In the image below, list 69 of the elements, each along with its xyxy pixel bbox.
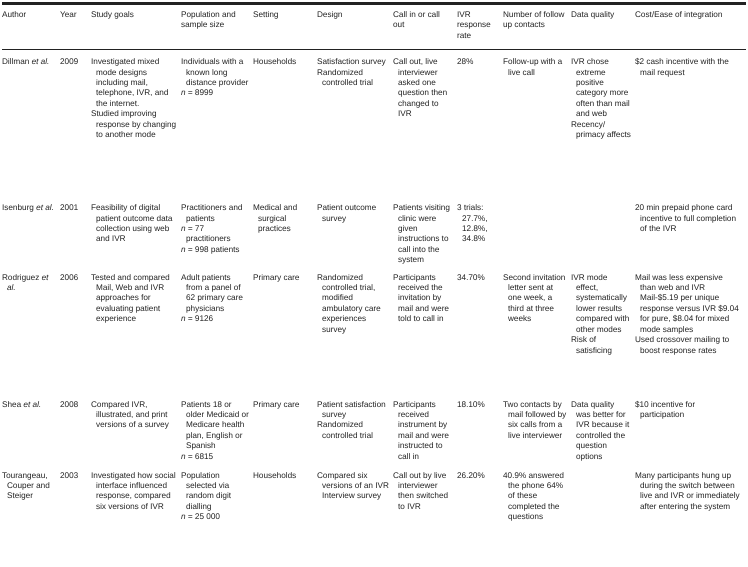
cell-text: Many participants hung up during the switch between live and IVR or immediately after entering the system [635,470,740,512]
cell-text: 2006 [60,272,80,284]
cell-text: Compared IVR, illustrated, and print versions of a survey [91,400,170,431]
cell-text: Investigated mixed mode designs including mail, telephone, IVR, and the internet. [91,57,170,110]
cell-text: Patients visiting clinic were given instructions to call into the system [393,203,451,266]
cell-text: Mail was less expensive than web and IVR Mail-$5.19 per unique response versus IVR $9.04 for pure, $8.04 for mixed mode samples [635,272,740,336]
cell-text: Shea et al. [2,400,42,410]
cell-text: 40.9% answered the phone 64% of these completed the questions [503,470,565,523]
column-header: Year [60,10,78,20]
cell-text: 28% [457,57,474,68]
cell-text: Medical and surgical practices [253,203,298,234]
cell-text: Randomized controlled trial, modified ambulatory care experiences survey [317,272,382,336]
cell-text: 2003 [60,470,80,482]
cell-text: Call out, live interviewer asked one question then changed to IVR [393,57,448,120]
cell-text: Primary care [253,400,300,410]
cell-text: Satisfaction survey [317,57,387,68]
cell-text: Patient satisfaction survey [317,400,387,420]
cell-text: Households [253,57,298,68]
column-header: Study goals [91,10,135,20]
cell-text: 20 min prepaid phone card incentive to full completion of the IVR [635,203,738,234]
cell-text: Studied improving response by changing to another mode [91,109,177,140]
cell-text: n = 6815 [181,452,214,462]
cell-text: Call out by live interviewer then switched to IVR [393,470,450,512]
cell-text: Compared six versions of an IVR Interview survey [317,470,389,502]
cell-text: 26.20% [457,470,486,482]
column-header: Setting [253,10,280,20]
cell-text: Randomized controlled trial [317,68,374,88]
column-header: Design [317,10,344,20]
cell-text: Risk of satisficing [571,335,613,356]
cell-text: 2009 [60,57,80,68]
cell-text: Randomized controlled trial [317,420,374,442]
cell-text: Dillman et al. [2,57,50,68]
cell-text: 18.10% [457,400,486,410]
column-header: Call in or call out [393,10,441,31]
cell-text: IVR chose extreme positive category more often than mail and web [571,57,631,120]
cell-text: Households [253,470,298,482]
cell-text: Used crossover mailing to boost response rates [635,335,730,356]
cell-text: Second invitation letter sent at one week, a third at three weeks [503,272,566,325]
cell-text: Feasibility of digital patient outcome data collection using web and IVR [91,203,174,245]
cell-text: Primary care [253,272,300,284]
cell-text: Data quality was better for IVR because it controlled the question options [571,400,630,462]
cell-text: Participants received the invitation by mail and were told to call in [393,272,450,325]
column-header: Data quality [571,10,616,20]
cell-text: 2008 [60,400,80,410]
cell-text: n = 8999 [181,88,214,99]
cell-text: Two contacts by mail followed by six calls from a live interviewer [503,400,567,442]
cell-text: Patient outcome survey [317,203,378,224]
cell-text: 2001 [60,203,80,214]
cell-text: 34.70% [457,272,486,284]
column-header: IVR response rate [457,10,492,42]
cell-text: 3 trials: 27.7%, 12.8%, 34.8% [457,203,488,245]
column-header: Author [2,10,28,20]
column-header: Number of follow up contacts [503,10,566,31]
cell-text: Tourangeau, Couper and Steiger [2,470,51,502]
cell-text: n = 998 patients [181,244,241,256]
cell-text: Tested and compared Mail, Web and IVR approaches for evaluating patient experience [91,272,171,325]
cell-text: Isenburg et al. [2,203,55,214]
cell-text: $10 incentive for participation [635,400,696,420]
column-header: Cost/Ease of integration [635,10,724,20]
column-header: Population and sample size [181,10,237,31]
cell-text: n = 25 000 [181,512,221,523]
cell-text: IVR mode effect, systematically lower results compared with other modes [571,272,630,336]
cell-text: Follow-up with a live call [503,57,564,78]
cell-text: n = 9126 [181,314,214,325]
cell-text: Recency/ primacy affects [571,120,631,140]
cell-text: Investigated how social interface influenced response, compared six versions of IVR [91,470,177,512]
cell-text: Rodriguez et al. [2,272,50,294]
cell-text: Participants received instrument by mail and were instructed to call in [393,400,450,462]
cell-text: $2 cash incentive with the mail request [635,57,730,78]
